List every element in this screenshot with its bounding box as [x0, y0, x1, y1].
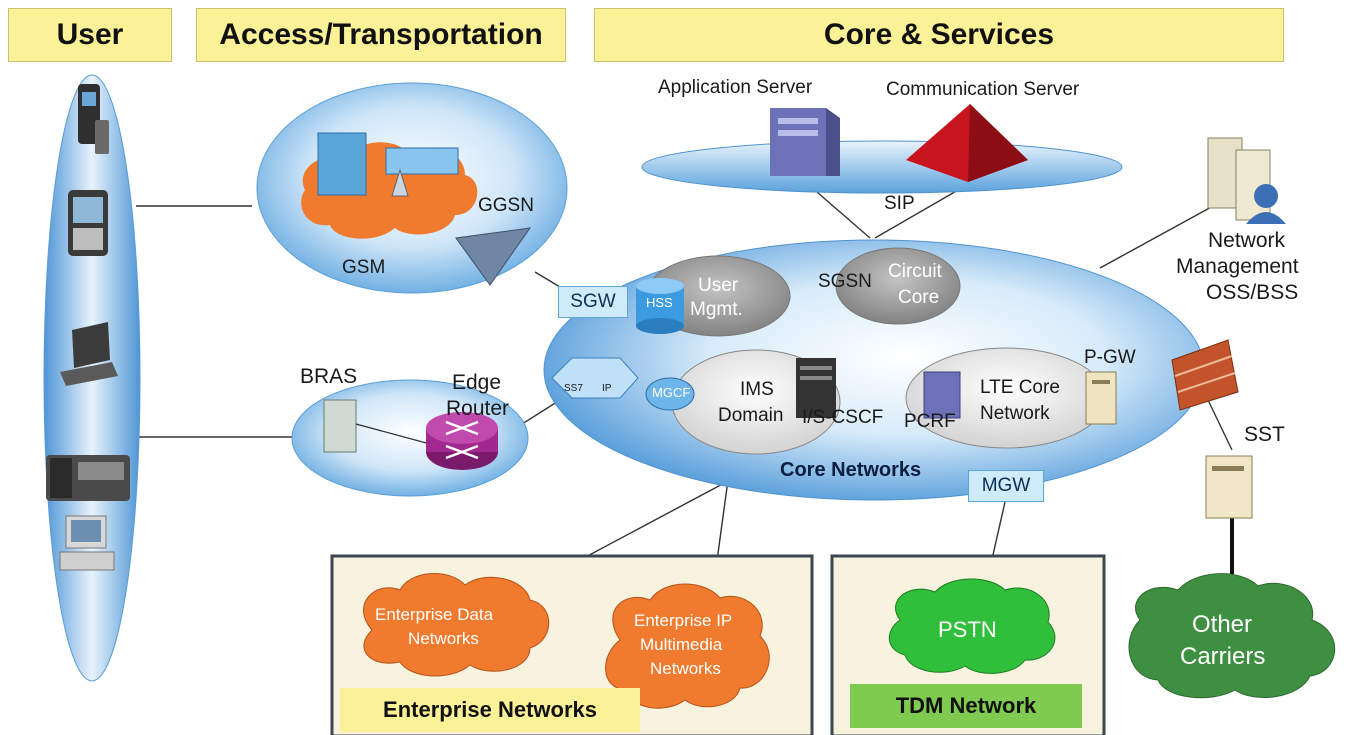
cscf-label: I/S-CSCF: [802, 407, 884, 428]
smartphone-icon: [68, 190, 108, 256]
pstn-label: PSTN: [938, 617, 997, 642]
enterprise-ip-label-line1: Enterprise IP: [634, 611, 733, 630]
enterprise-data-cloud: [363, 573, 550, 677]
other-carriers-label-line1: Other: [1192, 611, 1253, 638]
desktop-computer-icon: [59, 515, 115, 571]
other-carriers-cloud: [1128, 573, 1336, 699]
oss-server-icon: [1207, 137, 1286, 224]
laptop-icon: [60, 322, 118, 386]
ims-label-line1: IMS: [740, 379, 774, 400]
application-server-icon: [770, 108, 840, 176]
mgcf-label: MGCF: [652, 385, 691, 400]
enterprise-ip-label-line3: Networks: [650, 659, 721, 678]
header-core: Core & Services: [594, 8, 1284, 62]
sgsn-label: SGSN: [818, 271, 872, 292]
header-user-label: User: [56, 18, 124, 51]
firewall-icon: [1171, 339, 1239, 411]
sgw-tag: SGW: [558, 286, 628, 318]
sst-label: SST: [1244, 423, 1285, 446]
bras-rack-icon: [323, 399, 357, 453]
mgw-tag: MGW: [968, 470, 1044, 502]
interworking-ip-label: IP: [602, 383, 612, 394]
header-user: User: [8, 8, 172, 62]
cscf-server-icon: [796, 358, 836, 418]
edge-router-label-line1: Edge: [452, 371, 502, 394]
gsm-label: GSM: [342, 257, 386, 278]
header-access-label: Access/Transportation: [219, 18, 543, 51]
pcrf-server-icon: [923, 371, 961, 419]
pcrf-label: PCRF: [904, 411, 956, 432]
ggsn-label: GGSN: [478, 195, 534, 216]
mobile-phone-icon: [78, 84, 109, 154]
hss-database-icon: [636, 278, 684, 334]
hss-label: HSS: [646, 295, 673, 310]
line-core-oss: [1099, 204, 1216, 269]
communication-server-icon: [906, 104, 1028, 182]
circuit-core-label-line2: Core: [898, 287, 940, 308]
oss-label-line2: Management: [1176, 255, 1299, 278]
desk-phone-icon: [46, 455, 130, 501]
services-bar: [641, 140, 1123, 194]
oss-label-line3: OSS/BSS: [1206, 281, 1299, 304]
edge-router-icon: [426, 412, 498, 470]
pgw-server-icon: [1085, 371, 1117, 425]
bras-label: BRAS: [300, 365, 358, 388]
enterprise-ip-label-line2: Multimedia: [640, 635, 723, 654]
line-commserver-core: [874, 185, 966, 239]
line-appserver-core: [809, 185, 871, 239]
circuit-core-node: [835, 247, 961, 325]
communication-server-label: Communication Server: [886, 79, 1080, 100]
mgcf-icon: [645, 377, 695, 411]
enterprise-networks-title: Enterprise Networks: [340, 688, 640, 732]
line-bras-router: [355, 423, 431, 445]
lte-label-line2: Network: [980, 403, 1050, 424]
interworking-ss7-label: SS7: [564, 383, 583, 394]
pgw-label: P-GW: [1084, 347, 1136, 368]
edge-router-label-line2: Router: [446, 397, 510, 420]
circuit-core-label-line1: Circuit: [888, 261, 942, 282]
lte-label-line1: LTE Core: [980, 377, 1060, 398]
header-access: Access/Transportation: [196, 8, 566, 62]
sip-label: SIP: [884, 193, 915, 214]
enterprise-data-label-line2: Networks: [408, 629, 479, 648]
user-mgmt-label-line1: User: [698, 275, 739, 296]
sst-server-icon: [1205, 455, 1253, 519]
header-core-label: Core & Services: [823, 18, 1055, 51]
ggsn-router-icon: [455, 227, 532, 286]
user-mgmt-label-line2: Mgmt.: [690, 299, 743, 320]
ims-label-line2: Domain: [718, 405, 784, 426]
tdm-network-title: TDM Network: [850, 684, 1082, 728]
other-carriers-label-line2: Carriers: [1180, 643, 1266, 670]
enterprise-data-label-line1: Enterprise Data: [375, 605, 494, 624]
oss-label-line1: Network: [1208, 229, 1286, 252]
core-networks-label: Core Networks: [780, 459, 922, 481]
application-server-label: Application Server: [658, 77, 813, 98]
gsm-cloud-icon: [301, 132, 478, 239]
line-firewall-sst: [1207, 399, 1233, 451]
interworking-function-icon: [551, 357, 639, 399]
pstn-cloud: [888, 578, 1056, 674]
